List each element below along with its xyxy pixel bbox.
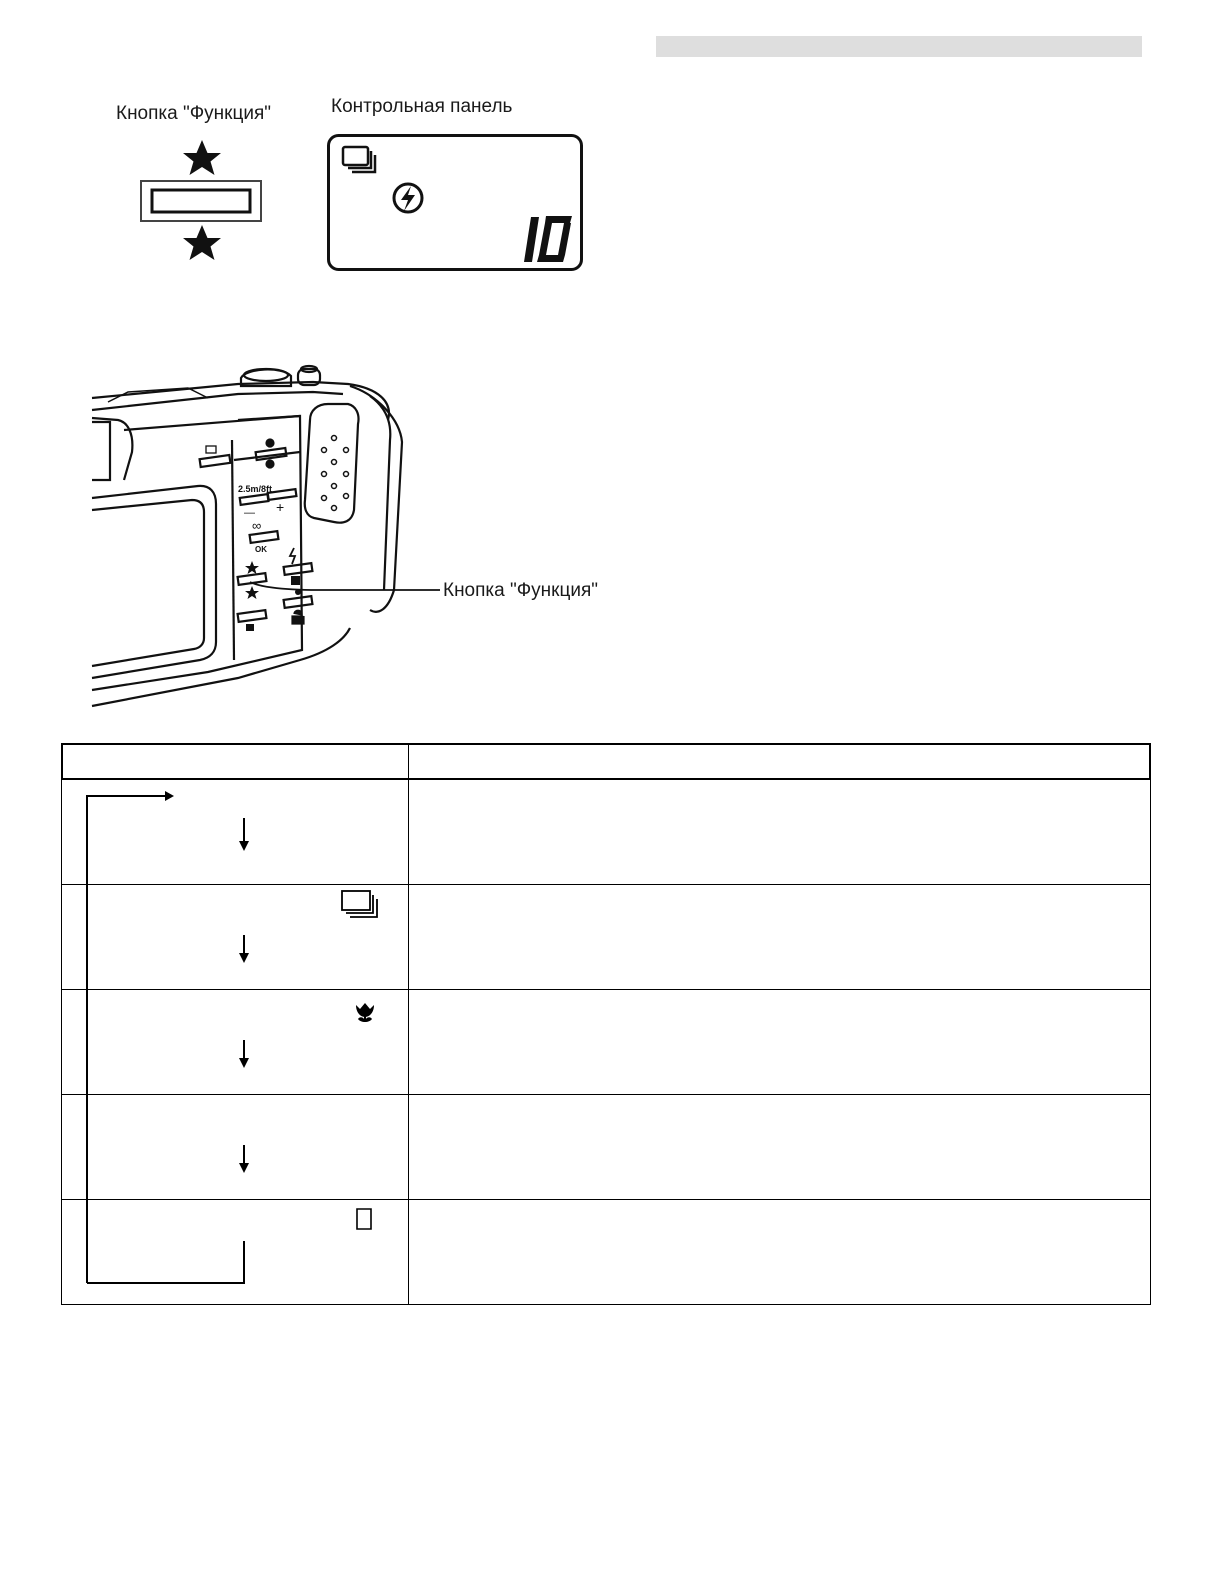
callout-function-button-label: Кнопка "Функция": [443, 580, 599, 601]
svg-text:+: +: [276, 499, 284, 515]
function-button-diagram: [140, 140, 262, 260]
table-cell-description: [409, 885, 1150, 989]
down-arrow-icon: [239, 1040, 249, 1068]
table-cell-mode: [62, 885, 409, 989]
table-cell-mode: [62, 990, 409, 1094]
svg-text:—: —: [244, 507, 255, 519]
down-arrow-icon: [239, 1145, 249, 1173]
table-cell-mode: [62, 1095, 409, 1199]
macro-tulip-icon: [356, 1003, 374, 1022]
header-bar: [656, 36, 1142, 57]
table-cell-description: [409, 990, 1150, 1094]
table-row: [62, 885, 1150, 990]
table-cell-mode: [62, 1200, 409, 1304]
table-cell-description: [409, 1200, 1150, 1304]
svg-text:OK: OK: [255, 545, 267, 554]
table-cell-description: [409, 780, 1150, 884]
table-row: [62, 1095, 1150, 1200]
svg-text:2.5m/8ft: 2.5m/8ft: [238, 484, 272, 494]
continuous-shooting-icon: [341, 890, 378, 918]
camera-back-illustration: 2.5m/8ft — + ∞ OK: [91, 364, 440, 708]
table-header-cell-mode: [63, 745, 409, 778]
table-row: [62, 990, 1150, 1095]
control-panel-lcd: 10: [327, 133, 583, 271]
down-arrow-icon: [239, 935, 249, 963]
table-cell-mode: [62, 780, 409, 884]
frame-counter-digits: [524, 216, 572, 262]
single-frame-icon: [356, 1208, 372, 1230]
star-down-icon: [183, 225, 221, 260]
flash-off-icon: [392, 182, 424, 214]
function-modes-table: [61, 743, 1151, 1305]
mode-cycle-diagram: [86, 791, 378, 1284]
table-header-row: [61, 743, 1151, 780]
table-body: [61, 780, 1151, 1305]
table-row: [62, 780, 1150, 885]
function-button-label: Кнопка "Функция": [116, 103, 272, 124]
table-row: [62, 1200, 1150, 1305]
table-cell-description: [409, 1095, 1150, 1199]
frame-count-text: 10: [327, 133, 329, 135]
control-panel-label: Контрольная панель: [331, 96, 513, 117]
svg-text:∞: ∞: [252, 518, 261, 533]
table-header-cell-description: [409, 745, 1149, 778]
continuous-shooting-icon: [341, 145, 377, 174]
star-up-icon: [183, 140, 221, 175]
down-arrow-icon: [239, 818, 249, 851]
